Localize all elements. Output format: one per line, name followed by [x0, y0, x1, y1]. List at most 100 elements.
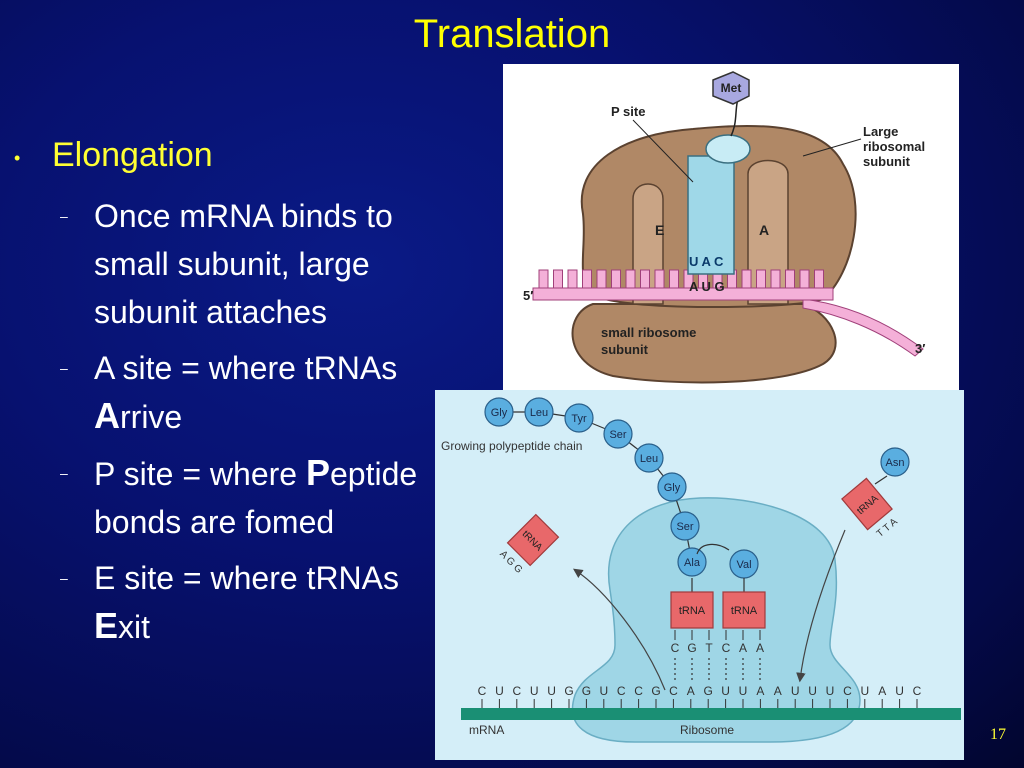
- ribosome-label: Ribosome: [680, 723, 734, 737]
- codon-tooth: [770, 269, 781, 289]
- mrna-base: U: [530, 684, 539, 698]
- codon-tooth: [654, 269, 665, 289]
- val-label: Val: [736, 559, 751, 571]
- mrna-base: U: [599, 684, 608, 698]
- subbullet-3: – P site = where Peptide bonds are fomed: [8, 449, 438, 546]
- trna-val: [722, 591, 766, 629]
- p-site-leader: [632, 119, 694, 183]
- mrna-base: A: [878, 684, 886, 698]
- trna-top: [705, 134, 751, 164]
- dash-icon: –: [60, 208, 68, 224]
- mrna-base: G: [564, 684, 573, 698]
- e-site-label: E: [655, 222, 664, 238]
- subbullet-text: A site = where tRNAs: [94, 350, 398, 386]
- mrna-base: C: [669, 684, 678, 698]
- met-amino-acid: [712, 71, 750, 105]
- subbullet-text: E site = where tRNAs: [94, 560, 399, 596]
- mrna-base: C: [478, 684, 487, 698]
- large-subunit-leader: [802, 138, 862, 157]
- large-subunit-label-1: Large: [863, 124, 898, 139]
- exit-arrow: [573, 568, 666, 691]
- amino-acid-label: Ser: [609, 429, 626, 441]
- subbullet-text: P site = where: [94, 456, 306, 492]
- emphasis-letter: A: [94, 395, 120, 436]
- mrna-base: C: [843, 684, 852, 698]
- emphasis-letter: E: [94, 605, 119, 646]
- bullet-dot: •: [14, 148, 21, 168]
- mrna-base: U: [739, 684, 748, 698]
- subbullet-1: – Once mRNA binds to small subunit, larg…: [8, 192, 438, 336]
- trna-ala-label: tRNA: [679, 605, 706, 617]
- amino-acid-ser: [670, 511, 700, 541]
- codon-tooth: [785, 269, 795, 289]
- mrna-base: U: [547, 684, 556, 698]
- mrna-base: U: [895, 684, 904, 698]
- asn-trna-link: [874, 475, 888, 485]
- asn-amino-acid: [880, 447, 910, 477]
- subbullet-text-end: xit: [118, 609, 151, 645]
- anticodon-base: G: [687, 641, 696, 655]
- amino-acid-label: Ser: [676, 521, 693, 533]
- amino-acid-gly: [484, 397, 514, 427]
- codon-tooth: [538, 269, 549, 289]
- mrna-label: mRNA: [469, 723, 504, 737]
- ribosome-diagram: Met P site Large ribosomal subunit E A U…: [503, 64, 959, 390]
- codon-tooth: [814, 269, 824, 289]
- amino-acid-label: Gly: [664, 482, 681, 494]
- page-number: 17: [990, 726, 1006, 743]
- emphasis-letter: P: [305, 452, 330, 493]
- amino-acid-leu: [524, 397, 554, 427]
- subbullet-2: – A site = where tRNAs Arrive: [8, 344, 438, 441]
- trna-body: [687, 155, 735, 275]
- small-subunit-shape: [571, 303, 837, 384]
- arrive-arrow: [796, 529, 846, 683]
- a-site-channel: [747, 159, 789, 305]
- large-subunit-label-3: subunit: [863, 154, 911, 169]
- codon-tooth: [640, 269, 650, 289]
- mrna-base: A: [687, 684, 695, 698]
- three-prime-label: 3′: [915, 341, 925, 356]
- a-site-label: A: [759, 222, 769, 238]
- codon-tooth: [611, 269, 621, 289]
- chain-label: Growing polypeptide chain: [441, 439, 582, 453]
- mrna-base: U: [721, 684, 730, 698]
- codon-tooth: [553, 269, 563, 289]
- codon-tooth: [567, 269, 578, 289]
- slide-title: Translation: [413, 12, 611, 56]
- mrna-base: C: [634, 684, 643, 698]
- codon-tooth: [596, 269, 607, 289]
- codon-tooth: [756, 269, 766, 289]
- amino-acid-leu: [634, 443, 664, 473]
- large-subunit-label-2: ribosomal: [863, 139, 925, 154]
- mrna-base: G: [651, 684, 660, 698]
- codon-tooth: [741, 269, 752, 289]
- mrna-base: U: [860, 684, 869, 698]
- mrna-base: U: [808, 684, 817, 698]
- amino-acid-ala: [677, 547, 707, 577]
- mrna-base: A: [774, 684, 782, 698]
- ribosome-shape: [571, 497, 861, 743]
- five-prime-label: 5′: [523, 288, 533, 303]
- bullet-list: • Elongation – Once mRNA binds to small …: [8, 136, 438, 651]
- peptide-transfer-arrow: [696, 543, 730, 555]
- anticodon-base: A: [739, 641, 747, 655]
- dash-icon: –: [60, 570, 68, 586]
- codon-teeth: [538, 269, 824, 289]
- codon-tooth: [669, 269, 679, 289]
- mrna-base: G: [704, 684, 713, 698]
- mrna-tail: [802, 298, 924, 357]
- mrna-base: A: [756, 684, 764, 698]
- subbullet-text-end: rrive: [120, 399, 183, 435]
- amino-acid-label: Leu: [640, 453, 658, 465]
- amino-acid-label: Gly: [491, 407, 508, 419]
- mrna-base: U: [826, 684, 835, 698]
- amino-acid-label: Ala: [684, 557, 701, 569]
- anticodon-label: U A C: [689, 254, 724, 269]
- mrna-base: C: [913, 684, 922, 698]
- codon-label: A U G: [689, 279, 725, 294]
- asn-label: Asn: [886, 457, 905, 469]
